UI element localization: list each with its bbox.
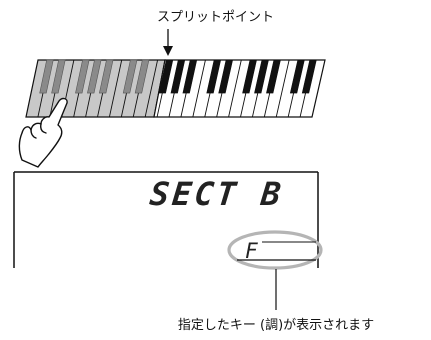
- key-highlight-ring: [227, 230, 323, 270]
- black-key: [254, 59, 269, 94]
- pointing-hand-icon: [18, 97, 68, 168]
- lcd-section-text: SECT B: [148, 175, 286, 213]
- black-key: [266, 59, 281, 94]
- black-key: [182, 59, 198, 94]
- white-key-divider: [108, 59, 123, 118]
- split-point-label: スプリットポイント: [156, 10, 274, 25]
- black-key: [98, 59, 114, 94]
- white-key-divider: [228, 59, 242, 118]
- black-key: [301, 59, 317, 94]
- black-key: [51, 59, 66, 94]
- white-key-divider: [192, 59, 206, 118]
- keyboard: [25, 59, 326, 118]
- lcd-key-text: F: [245, 239, 258, 263]
- black-key: [242, 59, 257, 94]
- black-key: [158, 59, 174, 94]
- black-key: [170, 59, 186, 94]
- black-key: [122, 59, 138, 94]
- key-displayed-label: 指定したキー (調)が表示されます: [177, 318, 375, 333]
- black-key: [39, 59, 54, 94]
- black-key: [87, 59, 102, 94]
- black-key: [206, 59, 222, 94]
- black-key: [289, 59, 305, 94]
- upper-section: [153, 59, 326, 118]
- black-key: [134, 59, 150, 94]
- down-arrow-icon: [163, 29, 173, 56]
- black-key: [218, 59, 233, 94]
- lcd-panel: [13, 171, 319, 268]
- white-key-divider: [144, 59, 159, 118]
- black-key: [75, 59, 90, 94]
- white-key-divider: [275, 59, 290, 118]
